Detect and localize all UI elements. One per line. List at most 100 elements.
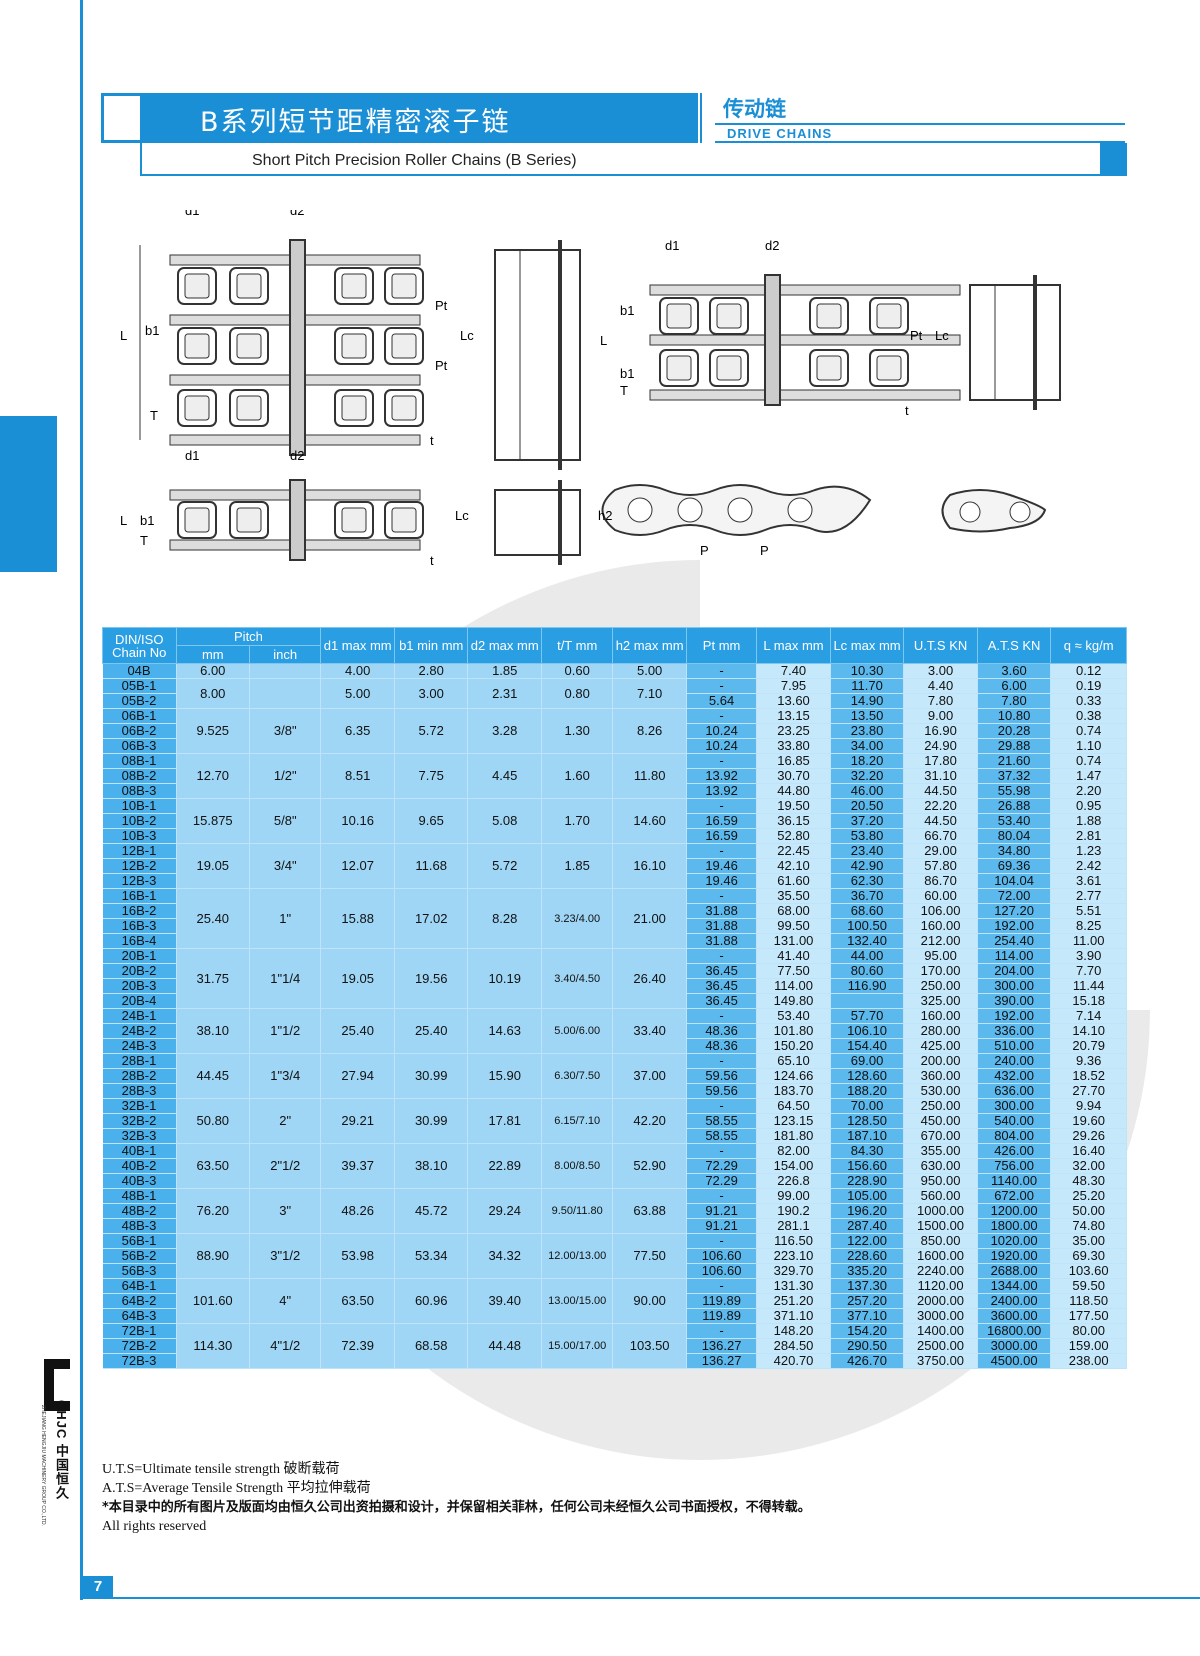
- cell-chain-no: 24B-3: [102, 1038, 177, 1054]
- cell-pitch-inch: 4": [249, 1278, 322, 1324]
- cell-pt: 119.89: [686, 1308, 758, 1324]
- cell-pt: 31.88: [686, 918, 758, 934]
- cell-d2: 34.32: [467, 1233, 542, 1279]
- cell-tT: 6.15/7.10: [541, 1098, 614, 1144]
- cell-uts: 106.00: [903, 903, 978, 919]
- cell-Lc: 132.40: [830, 933, 905, 949]
- cell-uts: 95.00: [903, 948, 978, 964]
- cell-ats: 672.00: [977, 1188, 1052, 1204]
- cell-Lc: 80.60: [830, 963, 905, 979]
- col-d1: d1 max mm: [320, 627, 395, 664]
- cell-pitch-inch: 1/2": [249, 753, 322, 799]
- cell-L: 183.70: [756, 1083, 831, 1099]
- cell-d2: 5.72: [467, 843, 542, 889]
- cell-chain-no: 32B-3: [102, 1128, 177, 1144]
- cell-chain-no: 64B-1: [102, 1278, 177, 1294]
- cell-d2: 3.28: [467, 708, 542, 754]
- cell-L: 149.80: [756, 993, 831, 1009]
- cell-q: 177.50: [1050, 1308, 1127, 1324]
- cell-pitch-inch: 3/4": [249, 843, 322, 889]
- page-number: 7: [83, 1576, 113, 1598]
- cell-chain-no: 10B-3: [102, 828, 177, 844]
- page-title: B系列短节距精密滚子链: [200, 107, 511, 138]
- cell-d1: 27.94: [320, 1053, 395, 1099]
- cell-q: 0.95: [1050, 798, 1127, 814]
- cell-d2: 8.28: [467, 888, 542, 949]
- cell-q: 2.77: [1050, 888, 1127, 904]
- cell-L: 124.66: [756, 1068, 831, 1084]
- cell-chain-no: 06B-1: [102, 708, 177, 724]
- cell-tT: 8.00/8.50: [541, 1143, 614, 1189]
- cell-pitch-mm: 44.45: [176, 1053, 251, 1099]
- cell-q: 74.80: [1050, 1218, 1127, 1234]
- col-d2: d2 max mm: [467, 627, 542, 664]
- svg-text:L: L: [600, 333, 607, 348]
- triplex-chain-diagram: L b1 T d1 d2 Pt Pt Lc t: [120, 210, 581, 470]
- cell-b1: 11.68: [394, 843, 469, 889]
- col-pitch-inch: inch: [249, 645, 322, 664]
- cell-q: 3.61: [1050, 873, 1127, 889]
- cell-Lc: 70.00: [830, 1098, 905, 1114]
- col-pt: Pt mm: [685, 627, 758, 664]
- cell-chain-no: 12B-1: [102, 843, 177, 859]
- cell-ats: 432.00: [977, 1068, 1052, 1084]
- cell-ats: 29.88: [977, 738, 1052, 754]
- cell-q: 7.14: [1050, 1008, 1127, 1024]
- cell-pitch-inch: 1": [249, 888, 322, 949]
- note-copyright: *本目录中的所有图片及版面均由恒久公司出资拍摄和设计，并保留相关菲林，任何公司未…: [102, 1500, 811, 1515]
- svg-text:Pt: Pt: [435, 298, 448, 313]
- cell-q: 50.00: [1050, 1203, 1127, 1219]
- cell-tT: 3.23/4.00: [541, 888, 614, 949]
- cell-q: 11.00: [1050, 933, 1127, 949]
- cell-pitch-mm: 9.525: [176, 708, 251, 754]
- cell-d1: 5.00: [320, 678, 395, 709]
- cell-ats: 2688.00: [977, 1263, 1052, 1279]
- chain-spec-table: DIN/ISO Chain No Pitch d1 max mm b1 min …: [102, 627, 1127, 1369]
- cell-uts: 450.00: [903, 1113, 978, 1129]
- cell-uts: 560.00: [903, 1188, 978, 1204]
- cell-ats: 104.04: [977, 873, 1052, 889]
- cell-b1: 53.34: [394, 1233, 469, 1279]
- cell-h2: 7.10: [612, 678, 687, 709]
- cell-q: 48.30: [1050, 1173, 1127, 1189]
- svg-text:d2: d2: [290, 448, 304, 463]
- cell-chain-no: 10B-1: [102, 798, 177, 814]
- cell-L: 99.50: [756, 918, 831, 934]
- cell-L: 281.1: [756, 1218, 831, 1234]
- cell-L: 148.20: [756, 1323, 831, 1339]
- cell-chain-no: 40B-3: [102, 1173, 177, 1189]
- cell-Lc: 106.10: [830, 1023, 905, 1039]
- cell-chain-no: 56B-2: [102, 1248, 177, 1264]
- cell-pt: 10.24: [686, 738, 758, 754]
- svg-text:h2: h2: [598, 508, 612, 523]
- cell-L: 131.00: [756, 933, 831, 949]
- svg-text:Lc: Lc: [460, 328, 474, 343]
- cell-d1: 15.88: [320, 888, 395, 949]
- cell-uts: 31.10: [903, 768, 978, 784]
- cell-pt: 48.36: [686, 1023, 758, 1039]
- cell-q: 29.26: [1050, 1128, 1127, 1144]
- cell-b1: 30.99: [394, 1098, 469, 1144]
- cell-d1: 8.51: [320, 753, 395, 799]
- cell-chain-no: 24B-2: [102, 1023, 177, 1039]
- cell-L: 36.15: [756, 813, 831, 829]
- cell-pt: -: [686, 1143, 758, 1159]
- cell-b1: 2.80: [394, 663, 469, 679]
- cell-d1: 6.35: [320, 708, 395, 754]
- bottom-rule: [80, 1597, 1200, 1599]
- cell-L: 41.40: [756, 948, 831, 964]
- cell-uts: 1120.00: [903, 1278, 978, 1294]
- cell-ats: 426.00: [977, 1143, 1052, 1159]
- cell-ats: 3.60: [977, 663, 1052, 679]
- cell-tT: 3.40/4.50: [541, 948, 614, 1009]
